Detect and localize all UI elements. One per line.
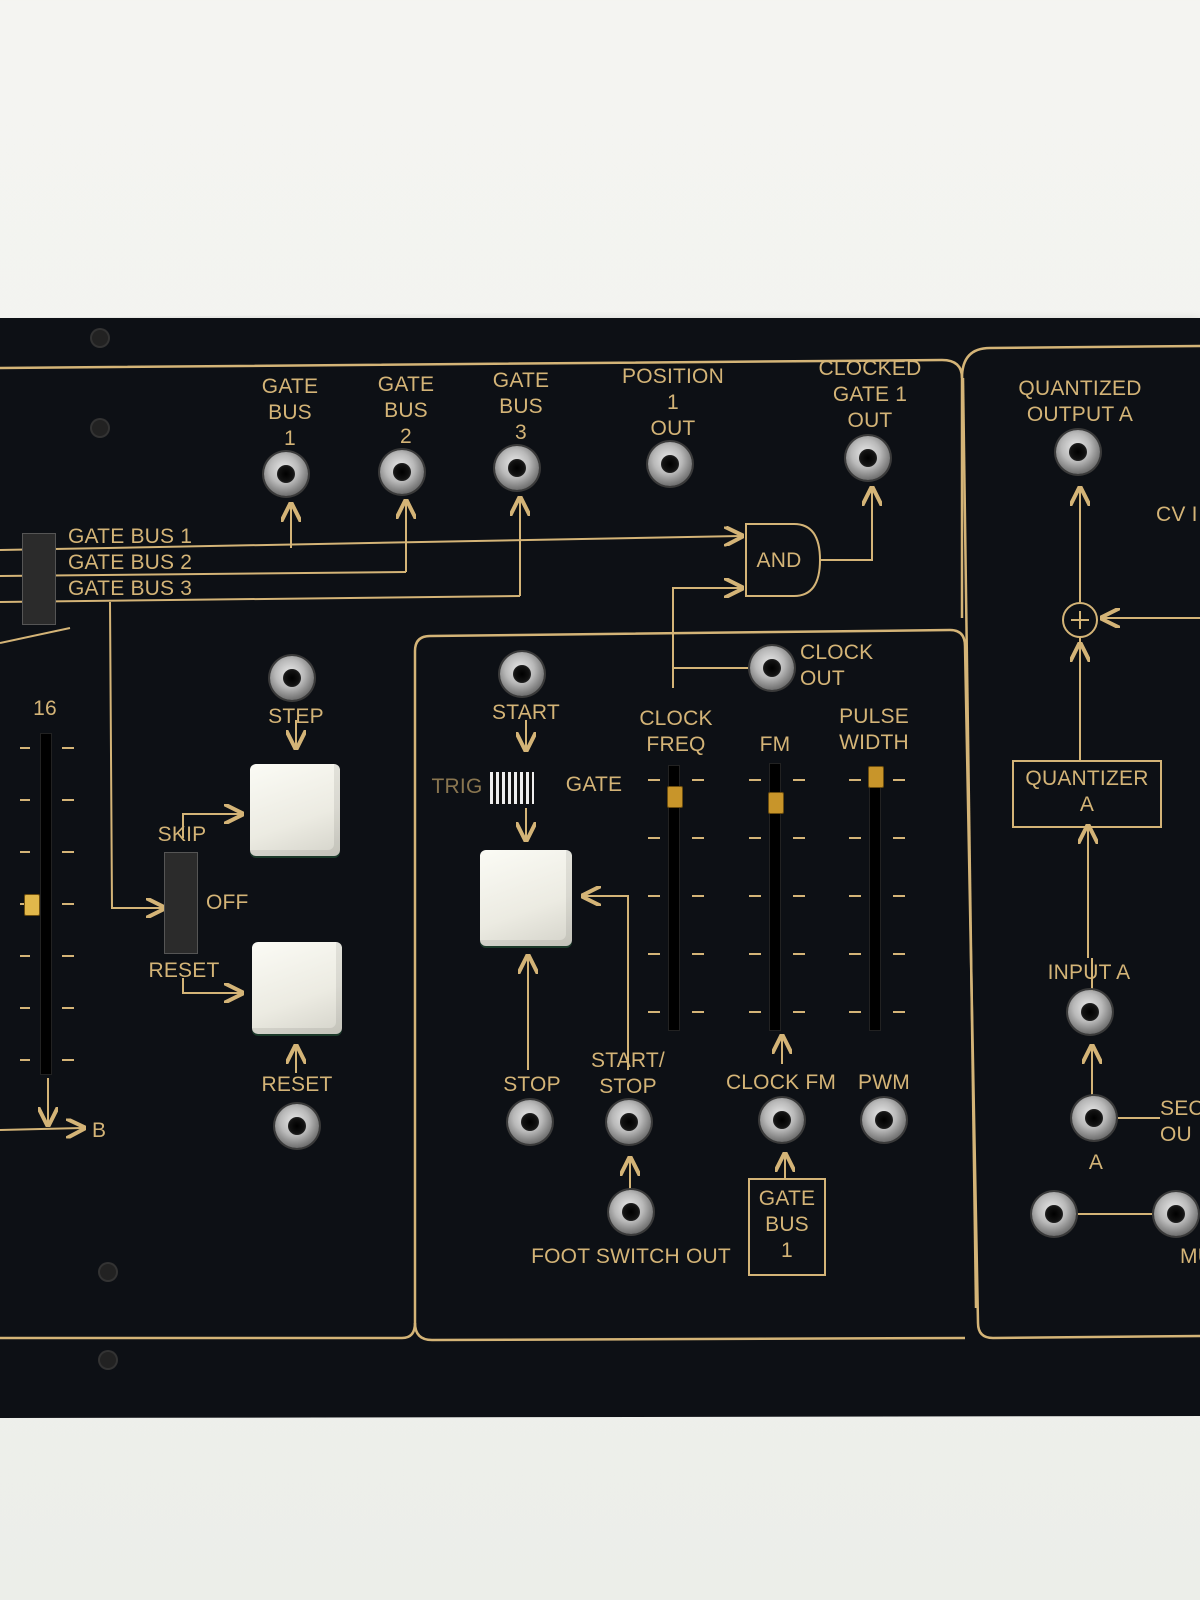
cv-label: CV I: [1156, 503, 1198, 526]
input-a-label: INPUT A: [1047, 961, 1131, 984]
reset-jack[interactable]: [275, 1104, 319, 1148]
reset-button[interactable]: [252, 942, 342, 1034]
clocked-gate-1-out-jack[interactable]: [846, 436, 890, 480]
panel-screw: [100, 1264, 116, 1280]
skip-label: SKIP: [157, 823, 207, 846]
synth-panel: GATE BUS 1 GATE BUS 2 GATE BUS 3 POSITIO…: [0, 318, 1200, 1418]
clocked-gate-1-out-label: CLOCKED GATE 1 OUT: [818, 357, 922, 432]
bus-line-label: GATE BUS 3: [68, 577, 193, 600]
panel-screw: [100, 1352, 116, 1368]
start-jack[interactable]: [500, 652, 544, 696]
gate-bus-1-label: GATE BUS 1: [261, 375, 319, 450]
bottom-right-jack[interactable]: [1154, 1192, 1198, 1236]
clock-out-jack[interactable]: [750, 646, 794, 690]
stop-label: STOP: [503, 1073, 561, 1096]
step-jack[interactable]: [270, 656, 314, 700]
gate-bus-3-label: GATE BUS 3: [492, 369, 550, 444]
pulse-width-label: PULSE WIDTH: [839, 705, 909, 754]
bus-line-label: GATE BUS 1: [68, 525, 193, 548]
trig-gate-switch[interactable]: [490, 772, 534, 804]
clock-fm-jack[interactable]: [760, 1098, 804, 1142]
gate-bus-1-box: [748, 1178, 826, 1276]
fm-slider-slot: [770, 764, 780, 1030]
bus-line-label: GATE BUS 2: [68, 551, 193, 574]
fm-slider-cap[interactable]: [768, 792, 784, 814]
quantizer-a-label: QUANTIZER A: [1025, 767, 1149, 816]
stop-jack[interactable]: [508, 1100, 552, 1144]
input-a-jack[interactable]: [1068, 990, 1112, 1034]
clock-out-label: CLOCK OUT: [800, 641, 874, 690]
reset-jack-label: RESET: [261, 1073, 333, 1096]
position-1-out-label: POSITION 1 OUT: [622, 365, 724, 440]
bottom-left-right-jack[interactable]: [1032, 1192, 1076, 1236]
foot-switch-out-label: FOOT SWITCH OUT: [531, 1245, 731, 1268]
reset-switch-label: RESET: [148, 959, 220, 982]
bus-select-switch[interactable]: [22, 533, 56, 625]
step-number-label: 16: [33, 697, 57, 720]
off-label: OFF: [206, 891, 249, 914]
gate-bus-2-label: GATE BUS 2: [377, 373, 435, 448]
gate-bus-1-jack[interactable]: [264, 452, 308, 496]
quantized-output-a-label: QUANTIZED OUTPUT A: [1018, 377, 1142, 426]
pwm-jack[interactable]: [862, 1098, 906, 1142]
start-stop-jack[interactable]: [607, 1100, 651, 1144]
quantizer-a-box: [1012, 760, 1162, 828]
step-button[interactable]: [250, 764, 340, 856]
start-stop-button[interactable]: [480, 850, 572, 946]
start-label: START: [492, 701, 560, 724]
panel-graphics: [0, 344, 1200, 1342]
pwm-label: PWM: [858, 1071, 910, 1094]
foot-switch-out-jack[interactable]: [609, 1190, 653, 1234]
and-gate-label: AND: [756, 549, 802, 572]
panel-screw: [92, 330, 108, 346]
clock-freq-slider-slot: [669, 766, 679, 1030]
trig-label: TRIG: [431, 775, 483, 798]
position-1-out-jack[interactable]: [648, 442, 692, 486]
clock-freq-slider-cap[interactable]: [667, 786, 683, 808]
clock-freq-label: CLOCK FREQ: [639, 707, 713, 756]
a-jack[interactable]: [1072, 1096, 1116, 1140]
skip-off-reset-switch[interactable]: [164, 852, 198, 954]
step-16-slider-slot: [41, 734, 51, 1074]
step-16-slider-cap[interactable]: [24, 894, 40, 916]
quantized-output-a-jack[interactable]: [1056, 430, 1100, 474]
gate-bus-1-box-label: GATE BUS 1: [758, 1187, 816, 1262]
start-stop-label: START/ STOP: [591, 1049, 665, 1098]
b-label: B: [92, 1119, 107, 1142]
mu-label: MU: [1180, 1245, 1200, 1268]
step-label: STEP: [268, 705, 324, 728]
pulse-width-slider-slot: [870, 768, 880, 1030]
pulse-width-slider-cap[interactable]: [868, 766, 884, 788]
gate-bus-3-jack[interactable]: [495, 446, 539, 490]
clock-fm-label: CLOCK FM: [725, 1071, 837, 1094]
fm-label: FM: [759, 733, 791, 756]
sec-label: SEC OU: [1160, 1097, 1200, 1146]
gate-label: GATE: [565, 773, 623, 796]
gate-bus-2-jack[interactable]: [380, 450, 424, 494]
panel-screw: [92, 420, 108, 436]
a-label: A: [1088, 1151, 1104, 1174]
